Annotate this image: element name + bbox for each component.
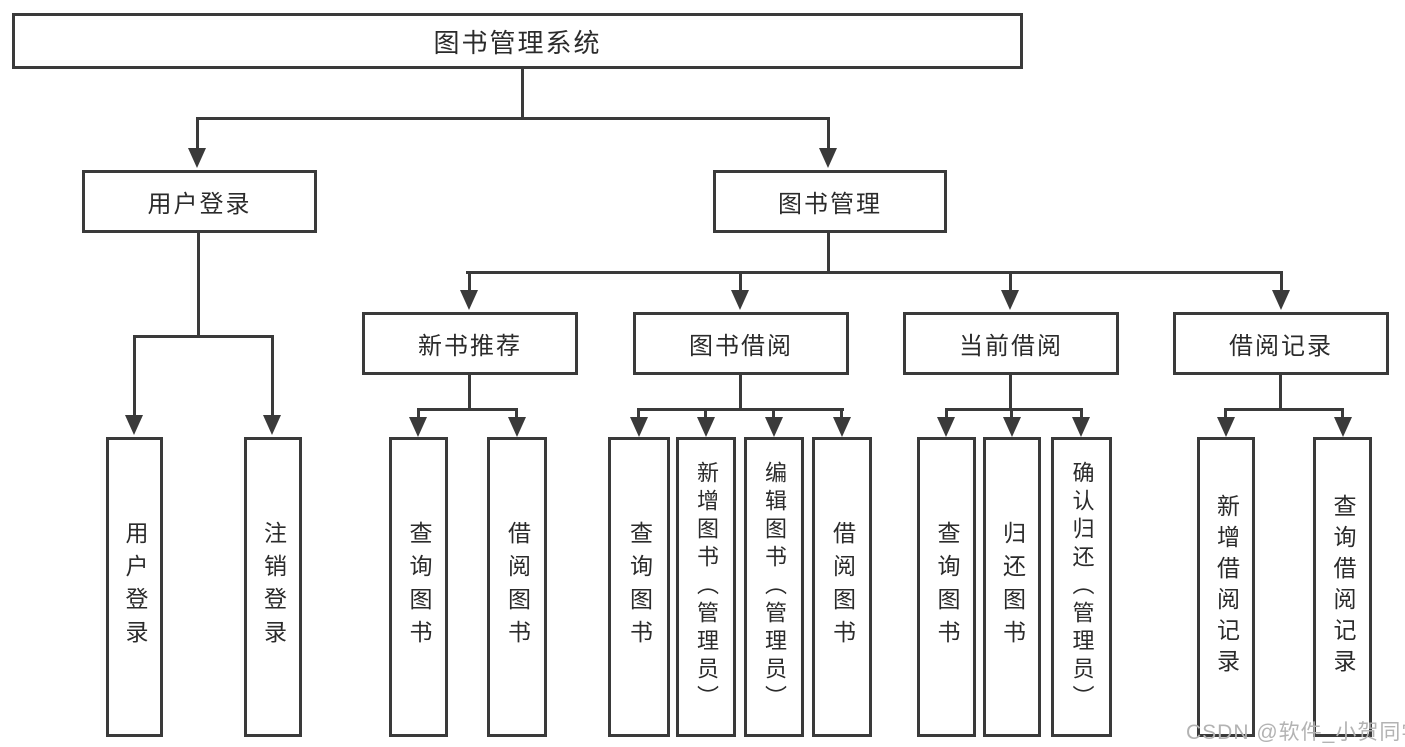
leaf-user-login: 用户登录	[106, 437, 163, 737]
connector-line	[521, 69, 524, 117]
node-label: 新增借阅记录	[1213, 494, 1240, 680]
node-label: 借阅记录	[1229, 333, 1333, 360]
connector-line	[1080, 408, 1083, 419]
node-user-login: 用户登录	[82, 170, 317, 233]
node-label: 用户登录	[147, 191, 252, 218]
node-label: 图书管理系统	[433, 27, 602, 58]
leaf-confirm-return-admin: 确认归还（管理员）	[1051, 437, 1112, 737]
connector-line	[1224, 408, 1344, 411]
node-label: 查询借阅记录	[1330, 494, 1356, 680]
connector-line	[945, 408, 948, 419]
connector-line	[704, 408, 707, 419]
connector-line	[772, 408, 775, 419]
arrow-down-icon	[833, 417, 851, 437]
connector-line	[196, 117, 199, 150]
connector-line	[468, 375, 471, 409]
node-label: 图书管理	[778, 191, 882, 218]
leaf-borrow-books-recommend: 借阅图书	[487, 437, 547, 737]
node-label: 编辑图书（管理员）	[762, 461, 787, 713]
arrow-down-icon	[1334, 417, 1352, 437]
leaf-query-books-borrow: 查询图书	[608, 437, 670, 737]
node-label: 新增图书（管理员）	[694, 461, 719, 713]
leaf-borrow-books: 借阅图书	[812, 437, 872, 737]
arrow-down-icon	[409, 417, 427, 437]
leaf-add-book-admin: 新增图书（管理员）	[676, 437, 736, 737]
connector-line	[1009, 375, 1012, 409]
node-label: 查询图书	[406, 521, 432, 653]
module-new-book-recommend: 新书推荐	[362, 312, 578, 375]
node-label: 归还图书	[999, 521, 1026, 653]
arrow-down-icon	[188, 148, 206, 168]
connector-line	[133, 335, 274, 338]
connector-line	[196, 117, 830, 120]
arrow-down-icon	[1003, 417, 1021, 437]
arrow-down-icon	[125, 415, 143, 435]
node-label: 注销登录	[260, 521, 287, 653]
leaf-add-borrow-record: 新增借阅记录	[1197, 437, 1255, 737]
connector-line	[271, 335, 274, 416]
connector-line	[637, 408, 844, 411]
connector-line	[945, 408, 1083, 411]
arrow-down-icon	[731, 290, 749, 310]
connector-line	[417, 408, 420, 419]
node-library-management-system: 图书管理系统	[12, 13, 1023, 69]
leaf-logout: 注销登录	[244, 437, 302, 737]
module-borrow-records: 借阅记录	[1173, 312, 1389, 375]
node-label: 当前借阅	[959, 333, 1063, 360]
arrow-down-icon	[630, 417, 648, 437]
module-book-borrow: 图书借阅	[633, 312, 849, 375]
connector-line	[466, 271, 1283, 274]
arrow-down-icon	[819, 148, 837, 168]
node-label: 新书推荐	[418, 333, 522, 360]
arrow-down-icon	[1001, 290, 1019, 310]
connector-line	[197, 233, 200, 336]
leaf-edit-book-admin: 编辑图书（管理员）	[744, 437, 804, 737]
connector-line	[1280, 271, 1283, 292]
leaf-query-books-recommend: 查询图书	[389, 437, 448, 737]
node-label: 查询图书	[934, 521, 960, 653]
arrow-down-icon	[937, 417, 955, 437]
connector-line	[1010, 408, 1013, 419]
arrow-down-icon	[765, 417, 783, 437]
connector-line	[840, 408, 843, 419]
leaf-query-books-current: 查询图书	[917, 437, 976, 737]
arrow-down-icon	[263, 415, 281, 435]
connector-line	[468, 271, 471, 292]
connector-line	[1009, 271, 1012, 292]
node-label: 借阅图书	[829, 521, 856, 653]
arrow-down-icon	[508, 417, 526, 437]
connector-line	[739, 271, 742, 292]
csdn-watermark: CSDN @软件_小贺同学	[1186, 721, 1405, 744]
connector-line	[1224, 408, 1227, 419]
connector-line	[637, 408, 640, 419]
arrow-down-icon	[1217, 417, 1235, 437]
node-label: 用户登录	[122, 521, 148, 653]
connector-line	[739, 375, 742, 409]
leaf-return-books: 归还图书	[983, 437, 1041, 737]
node-label: 图书借阅	[689, 333, 793, 360]
arrow-down-icon	[1272, 290, 1290, 310]
connector-line	[133, 335, 136, 416]
leaf-query-borrow-record: 查询借阅记录	[1313, 437, 1372, 737]
connector-line	[417, 408, 518, 411]
connector-line	[827, 117, 830, 150]
node-label: 查询图书	[626, 521, 653, 653]
connector-line	[1341, 408, 1344, 419]
arrow-down-icon	[460, 290, 478, 310]
connector-line	[515, 408, 518, 419]
node-book-management: 图书管理	[713, 170, 947, 233]
connector-line	[1279, 375, 1282, 409]
connector-line	[827, 233, 830, 274]
module-current-borrow: 当前借阅	[903, 312, 1119, 375]
arrow-down-icon	[1072, 417, 1090, 437]
node-label: 确认归还（管理员）	[1069, 461, 1095, 713]
node-label: 借阅图书	[504, 521, 531, 653]
arrow-down-icon	[697, 417, 715, 437]
